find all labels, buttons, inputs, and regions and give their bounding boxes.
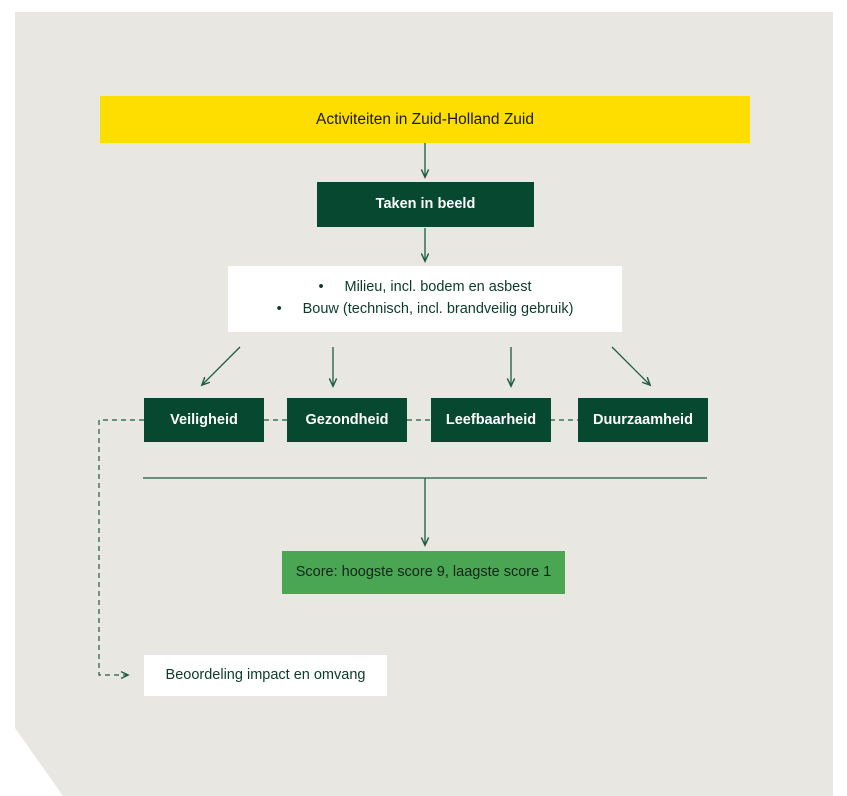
bullet-icon: •	[276, 301, 282, 317]
node-taken-in-beeld[interactable]: Taken in beeld	[317, 182, 534, 227]
node-activiteiten[interactable]: Activiteiten in Zuid-Holland Zuid	[100, 96, 750, 143]
node-leefbaarheid-label: Leefbaarheid	[445, 411, 537, 428]
node-veiligheid-label: Veiligheid	[170, 411, 238, 428]
node-veiligheid[interactable]: Veiligheid	[144, 398, 264, 442]
node-domains[interactable]: • Milieu, incl. bodem en asbest • Bouw (te…	[228, 266, 622, 332]
node-duurzaamheid-label: Duurzaamheid	[593, 411, 693, 428]
domain-label-2: Bouw (technisch, incl. brandveilig gebru…	[302, 301, 574, 317]
node-beoordeling[interactable]: Beoordeling impact en omvang	[144, 655, 387, 696]
node-taken-in-beeld-label: Taken in beeld	[375, 196, 476, 213]
domain-label-1: Milieu, incl. bodem en asbest	[344, 279, 532, 296]
domains-list: • Milieu, incl. bodem en asbest • Bouw (te…	[277, 277, 574, 321]
node-gezondheid[interactable]: Gezondheid	[287, 398, 407, 442]
node-beoordeling-label: Beoordeling impact en omvang	[165, 667, 366, 684]
node-score-label: Score: hoogste score 9, laagste score 1	[295, 564, 552, 581]
node-score[interactable]: Score: hoogste score 9, laagste score 1	[282, 551, 565, 594]
node-gezondheid-label: Gezondheid	[305, 411, 389, 428]
node-activiteiten-label: Activiteiten in Zuid-Holland Zuid	[316, 110, 534, 128]
list-item: • Milieu, incl. bodem en asbest	[277, 277, 574, 299]
node-duurzaamheid[interactable]: Duurzaamheid	[578, 398, 708, 442]
bullet-icon: •	[318, 279, 324, 296]
node-leefbaarheid[interactable]: Leefbaarheid	[431, 398, 551, 442]
list-item: • Bouw (technisch, incl. brandveilig gebr…	[277, 299, 574, 321]
